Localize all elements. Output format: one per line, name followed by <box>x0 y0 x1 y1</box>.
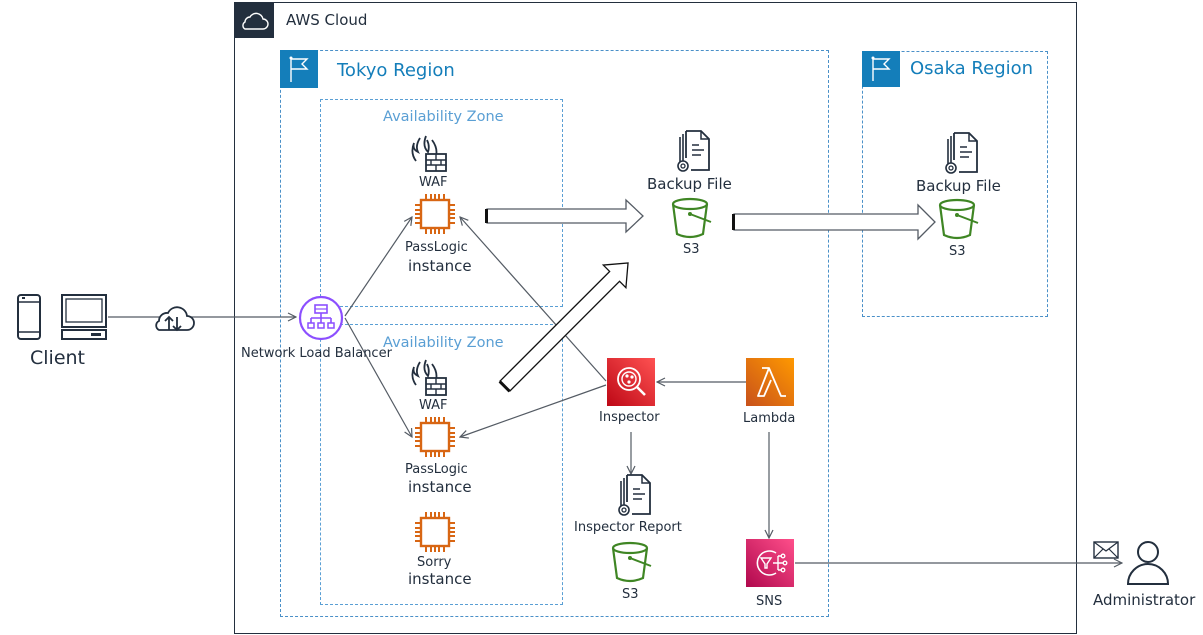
osaka-backup-file-label: Backup File <box>916 177 1001 195</box>
envelope-icon <box>1093 541 1119 559</box>
flag-icon <box>289 56 309 82</box>
lambda-label: Lambda <box>743 411 796 426</box>
osaka-region-group <box>862 51 1048 317</box>
backup-flow-arrow-2 <box>498 262 629 393</box>
inspector-to-instance1-connector <box>460 217 607 382</box>
instance-1-label-line1: PassLogic <box>405 240 468 255</box>
sorry-label-line1: Sorry <box>417 555 452 570</box>
availability-zone-2-title: Availability Zone <box>383 335 504 351</box>
sorry-label-line2: instance <box>408 570 472 588</box>
client-label: Client <box>30 347 86 369</box>
inspector-label: Inspector <box>599 410 660 425</box>
flag-icon <box>871 56 891 81</box>
waf-icon[interactable] <box>410 134 448 174</box>
aws-cloud-group <box>234 2 1077 634</box>
osaka-region-title: Osaka Region <box>910 58 1034 79</box>
inspector-icon[interactable] <box>607 358 655 406</box>
backup-flow-arrow-1 <box>485 198 644 234</box>
waf-2-label: WAF <box>419 398 448 413</box>
report-s3-label: S3 <box>622 587 639 602</box>
cloud-icon <box>242 12 269 30</box>
tokyo-region-group <box>280 50 829 617</box>
replication-arrow <box>732 203 936 241</box>
osaka-region-badge <box>862 51 900 87</box>
s3-bucket-icon[interactable] <box>609 540 655 584</box>
tokyo-region-badge <box>280 50 318 88</box>
inspector-to-instance2-connector <box>460 384 607 437</box>
osaka-s3-label: S3 <box>949 244 966 259</box>
instance-2-label-line2: instance <box>408 478 472 496</box>
ec2-instance-icon[interactable] <box>413 192 457 236</box>
availability-zone-1-title: Availability Zone <box>383 109 504 125</box>
instance-2-label-line1: PassLogic <box>405 462 468 477</box>
desktop-computer-icon <box>61 294 107 340</box>
smartphone-icon <box>17 294 41 340</box>
nlb-to-instance1-connector <box>344 217 412 317</box>
sorry-instance-icon[interactable] <box>413 510 457 554</box>
administrator-label: Administrator <box>1093 591 1196 609</box>
lambda-icon[interactable] <box>746 358 794 406</box>
aws-cloud-title: AWS Cloud <box>286 11 368 29</box>
ec2-instance-icon[interactable] <box>413 415 457 459</box>
tokyo-s3-label: S3 <box>683 242 700 257</box>
waf-1-label: WAF <box>419 175 448 190</box>
tokyo-backup-file-label: Backup File <box>647 175 732 193</box>
backup-file-icon[interactable] <box>941 132 981 176</box>
inspector-report-label: Inspector Report <box>574 520 682 535</box>
nlb-label: Network Load Balancer <box>241 346 392 361</box>
network-load-balancer-icon[interactable] <box>298 295 344 341</box>
aws-cloud-badge <box>234 2 274 38</box>
nlb-to-instance2-connector <box>344 317 412 437</box>
sns-label: SNS <box>756 594 783 609</box>
sns-icon[interactable] <box>746 539 794 587</box>
inspector-report-icon[interactable] <box>614 474 654 518</box>
availability-zone-1 <box>320 99 563 307</box>
cloud-upload-download-icon <box>155 306 195 332</box>
instance-1-label-line2: instance <box>408 257 472 275</box>
s3-bucket-icon[interactable] <box>669 196 715 240</box>
backup-file-icon[interactable] <box>673 130 713 174</box>
tokyo-region-title: Tokyo Region <box>337 60 455 81</box>
waf-icon[interactable] <box>410 358 448 398</box>
availability-zone-2 <box>320 324 563 605</box>
user-icon <box>1126 541 1170 585</box>
s3-bucket-icon[interactable] <box>936 197 982 241</box>
